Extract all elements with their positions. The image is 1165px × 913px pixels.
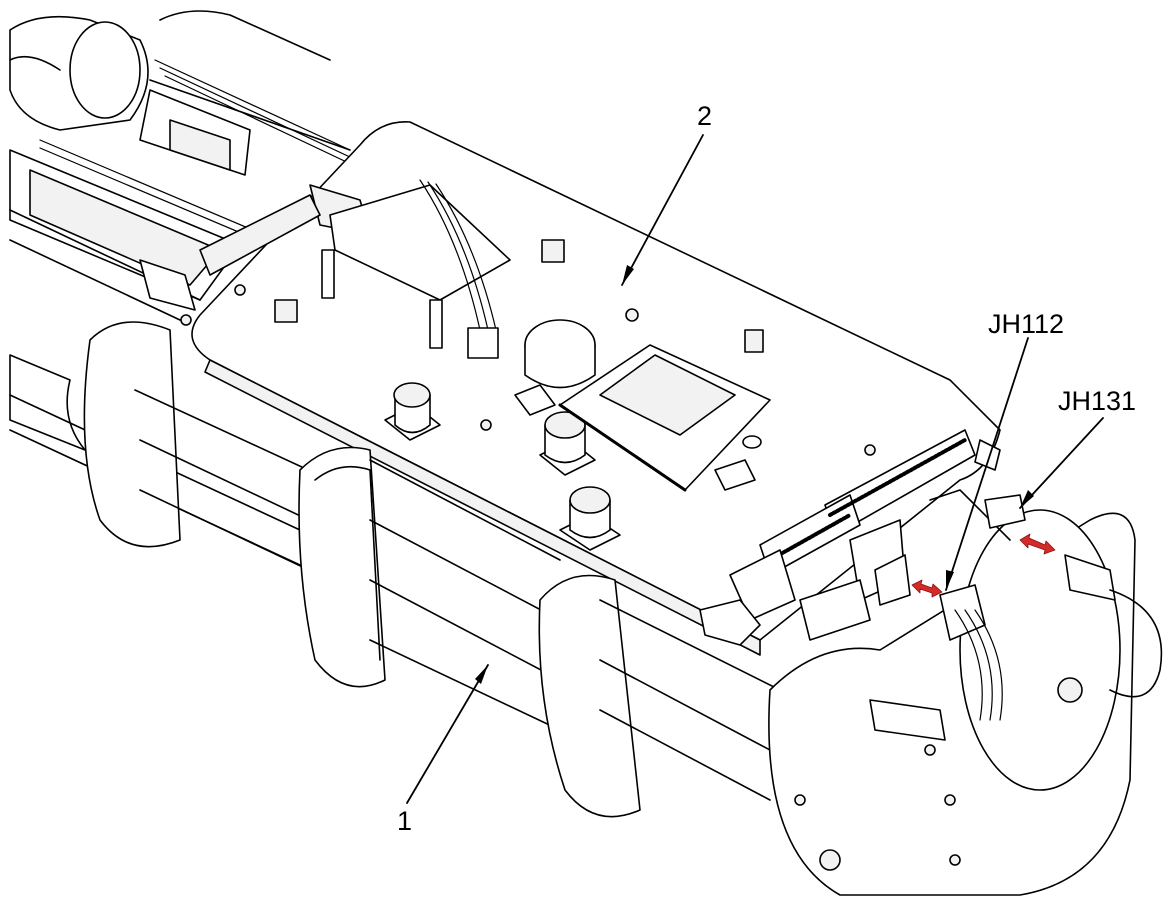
connector-assembly — [799, 489, 1163, 741]
leader-arrowhead-1 — [475, 665, 488, 684]
leader-line-1 — [406, 664, 489, 804]
leader-line-2 — [621, 134, 704, 286]
connection-arrow-jh131 — [1019, 533, 1056, 555]
capacitor — [539, 411, 596, 476]
background-cylinders — [9, 10, 351, 151]
connection-arrow-jh112 — [911, 579, 943, 598]
leader-line-jh112 — [945, 337, 1029, 591]
leader-arrowhead-jh112 — [946, 570, 954, 590]
capacitor — [559, 486, 621, 551]
leader-arrowhead-2 — [622, 265, 634, 285]
capacitor — [384, 382, 441, 441]
main-board-2 — [180, 121, 1001, 656]
leader-lines — [406, 134, 1104, 804]
callout-part-2: 2 — [697, 101, 713, 131]
left-pcb — [9, 59, 356, 321]
callout-jh131: JH131 — [1058, 386, 1137, 416]
leader-line-jh131 — [1019, 417, 1104, 509]
callout-part-1: 1 — [397, 806, 413, 836]
leader-arrowhead-jh131 — [1020, 490, 1034, 508]
callout-jh112: JH112 — [988, 309, 1065, 339]
